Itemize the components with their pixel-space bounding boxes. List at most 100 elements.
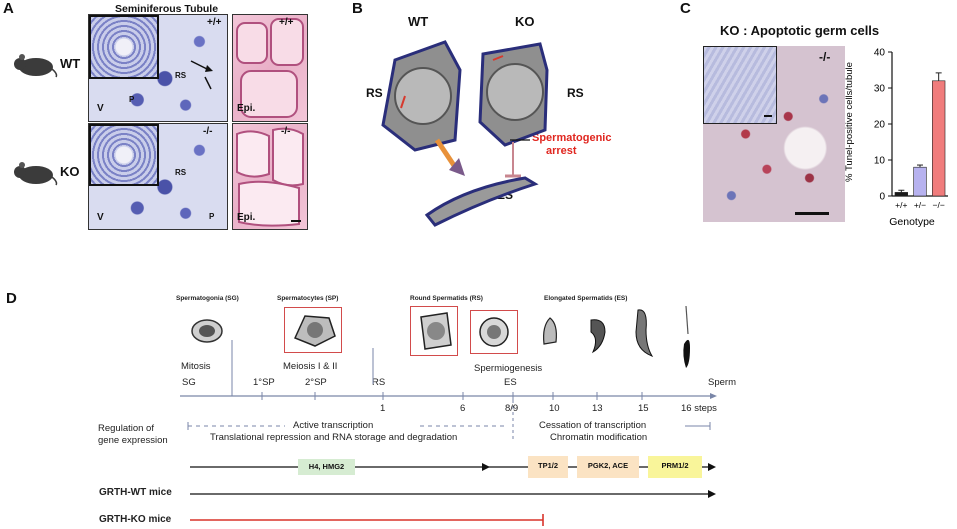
wt-epididymis-ducts: [236, 18, 304, 118]
translational-repression-label: Translational repression and RNA storage…: [210, 432, 458, 443]
wt-tubule-inset: [89, 15, 159, 79]
active-transcription-label: Active transcription: [293, 420, 374, 431]
spermiogenesis-label: Spermiogenesis: [474, 363, 543, 374]
elongated-spermatid-icon-2: [590, 319, 606, 354]
ko-tubule-micrograph: -/- RS V P: [88, 123, 228, 230]
ko-epi-tag: Epi.: [237, 212, 256, 223]
ko-genotype-tag: -/-: [203, 126, 213, 137]
chart-x-tick-label: +/+: [895, 200, 907, 210]
ko-tubule-inset: [89, 124, 159, 186]
wt-epididymis-micrograph: +/+ Epi.: [232, 14, 308, 122]
spermatogonia-cell-icon: [191, 319, 223, 343]
step-8-9: 8/9: [505, 403, 519, 414]
chart-x-axis-label: Genotype: [889, 216, 935, 228]
panel-c-inset: [703, 46, 777, 124]
stage-title-es: Elongated Spermatids (ES): [544, 295, 628, 302]
grth-ko-mice-label: GRTH-KO mice: [99, 514, 172, 525]
mitosis-label: Mitosis: [181, 361, 211, 372]
chart-y-tick-label: 0: [879, 192, 885, 203]
step-16-steps: 16 steps: [681, 403, 717, 414]
wt-acrosome-marker: [400, 95, 406, 109]
chart-bar: [913, 166, 927, 197]
grth-wt-mice-label: GRTH-WT mice: [99, 487, 172, 498]
wt-progress-arrowhead: [449, 158, 465, 176]
step-1: 1: [380, 403, 386, 414]
panel-b-rs-left: RS: [366, 86, 383, 100]
axis-2sp: 2°SP: [305, 377, 327, 388]
regulation-line1: Regulation of: [98, 423, 154, 434]
gene-box-prm12: PRM1/2: [648, 456, 702, 478]
ko-mouse-icon: [14, 162, 58, 186]
panel-c-title: KO : Apoptotic germ cells: [720, 23, 880, 38]
chart-y-tick-label: 20: [874, 120, 886, 131]
grth-ko-line: [190, 514, 544, 526]
ko-nucleus: [486, 63, 544, 121]
axis-1sp: 1°SP: [253, 377, 275, 388]
round-spermatid-cell-icon-2: [479, 317, 509, 347]
panel-b-em-diagram: [381, 40, 549, 227]
panel-b-wt-label: WT: [408, 14, 429, 29]
gene-box-h4-hmg2: H4, HMG2: [298, 459, 355, 475]
panel-b-letter: B: [352, 0, 363, 17]
step-10: 10: [549, 403, 560, 414]
panel-b-ko-label: KO: [515, 14, 535, 29]
chart-y-axis-label: % Tunel-positive cells/tubule: [844, 62, 855, 182]
panel-a-ko-label: KO: [60, 164, 80, 179]
regulation-line2: gene expression: [98, 435, 168, 446]
step-13: 13: [592, 403, 603, 414]
step-6: 6: [460, 403, 466, 414]
timeline-arrowhead: [710, 393, 717, 399]
axis-sperm: Sperm: [708, 377, 736, 388]
gene-box-tp12: TP1/2: [528, 456, 568, 478]
chart-y-tick-label: 10: [874, 156, 886, 167]
panel-a-letter: A: [3, 0, 14, 17]
gene-box-pgk2-ace: PGK2, ACE: [577, 456, 639, 478]
stage-title-rs: Round Spermatids (RS): [410, 295, 483, 302]
apoptotic-germ-cells-micrograph: -/-: [703, 46, 845, 222]
grth-wt-arrow: [190, 490, 716, 498]
chromatin-label: Chromatin modification: [550, 432, 648, 443]
wt-genotype-tag: +/+: [207, 17, 222, 28]
ko-epididymis-micrograph: -/- Epi.: [232, 123, 308, 230]
chart-x-tick-label: −/−: [933, 200, 945, 210]
step-15: 15: [638, 403, 649, 414]
ko-acrosome-marker: [492, 55, 504, 61]
wt-epi-tag: Epi.: [237, 103, 256, 114]
panel-c-scale-bar: [795, 212, 829, 215]
ko-epi-genotype-tag: -/-: [281, 126, 291, 137]
chart-bars: +/+ +/− −/−: [894, 72, 946, 210]
gene-expression-arrow: [190, 463, 716, 471]
panel-d-letter: D: [6, 290, 17, 307]
chart-y-tick-label: 30: [874, 84, 886, 95]
wt-v-tag: V: [97, 103, 104, 114]
panel-b-rs-right: RS: [567, 86, 584, 100]
wt-mouse-icon: [14, 54, 58, 78]
wt-rs-tag: RS: [175, 71, 187, 80]
arrest-line1: Spermatogenic: [532, 132, 612, 144]
spermatocyte-cell-icon: [293, 315, 336, 347]
axis-sg: SG: [182, 377, 196, 388]
elongated-spermatid: [424, 176, 539, 227]
ko-epididymis-ducts: [236, 127, 304, 227]
timeline-axis: [180, 340, 717, 440]
ko-p-tag: P: [209, 212, 215, 221]
elongated-spermatid-icon-3: [635, 309, 654, 357]
chart-bar: [932, 80, 946, 197]
round-spermatid-frame-1: [410, 306, 458, 356]
sperm-icon: [683, 305, 690, 368]
cessation-label: Cessation of transcription: [539, 420, 647, 431]
chart-y-tick-label: 40: [874, 48, 886, 59]
stage-title-sg: Spermatogonia (SG): [176, 295, 239, 302]
panel-a-wt-label: WT: [60, 56, 81, 71]
round-spermatid-frame-2: [470, 310, 518, 354]
gene-prm12-label: PRM1/2: [661, 461, 689, 470]
gene-pgk2-ace-label: PGK2, ACE: [587, 461, 629, 470]
tunel-bar-chart: 0 10 20 30 40 +/+ +/− −/− % Tunel-positive cel…: [844, 48, 948, 228]
meiosis-label: Meiosis I & II: [283, 361, 338, 372]
elongated-spermatid-icon-1: [543, 317, 557, 345]
gene-h4-hmg2-label: H4, HMG2: [308, 462, 345, 471]
chart-x-tick-label: +/−: [914, 200, 926, 210]
wt-tubule-micrograph: +/+ RS V P: [88, 14, 228, 122]
axis-rs: RS: [372, 377, 386, 388]
wt-p-tag: P: [129, 95, 135, 104]
